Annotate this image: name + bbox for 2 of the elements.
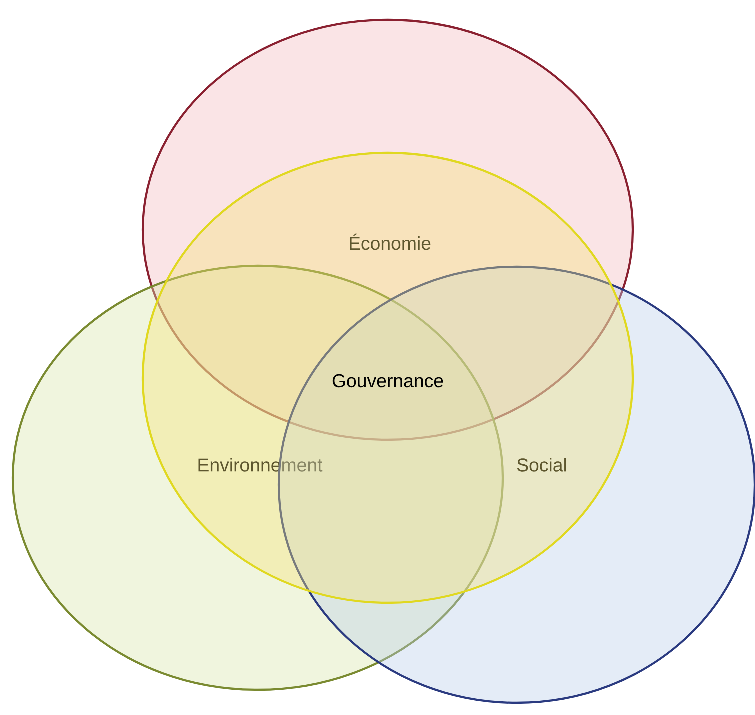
venn-circle [142,152,634,604]
region-label: Gouvernance [332,374,444,388]
